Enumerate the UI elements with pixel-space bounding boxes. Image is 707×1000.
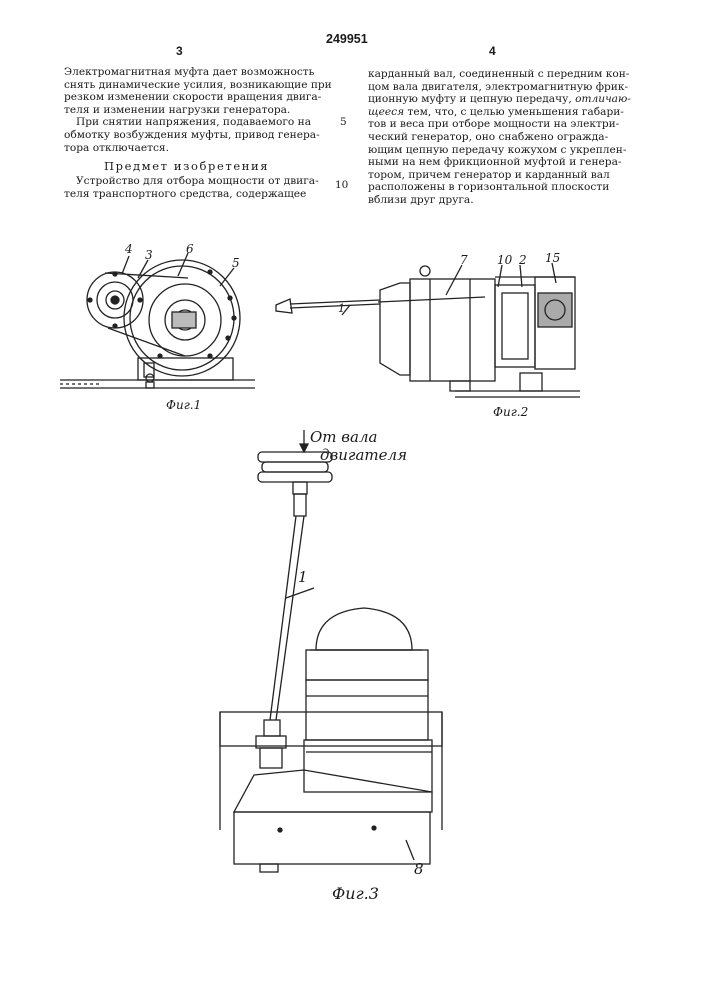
- fig2-caption: Фиг.2: [493, 405, 528, 419]
- fig2-label-7: 7: [460, 253, 468, 267]
- text-line: теля транспортного средства, содержащее: [64, 188, 338, 201]
- text-line: цом вала двигателя, электромагнитную фри…: [368, 81, 644, 94]
- figure-2-drawing: [270, 255, 588, 415]
- text-line: тов и веса при отборе мощности на электр…: [368, 118, 644, 131]
- text-line: вблизи друг друга.: [368, 194, 644, 207]
- claims-heading: Предмет изобретения: [104, 159, 269, 173]
- left-column: Электромагнитная муфта дает возможность …: [64, 66, 338, 154]
- fig2-label-15: 15: [545, 251, 560, 265]
- text-line: ющим цепную передачу кожухом с укреплен-: [368, 144, 644, 157]
- fig1-caption: Фиг.1: [166, 398, 201, 412]
- patent-number: 249951: [326, 32, 368, 46]
- line-number-5: 5: [340, 116, 347, 128]
- text-line: ными на нем фрикционной муфтой и генера-: [368, 156, 644, 169]
- page-number-right: 4: [489, 44, 496, 58]
- italic-word: отличаю-: [575, 93, 631, 105]
- fig1-label-6: 6: [186, 242, 194, 256]
- fig2-label-2: 2: [519, 253, 527, 267]
- text-line: расположены в горизонтальной плоскости: [368, 181, 644, 194]
- fig3-label-8: 8: [414, 860, 424, 878]
- text-line: тора отключается.: [64, 142, 338, 155]
- text-line: резком изменении скорости вращения двига…: [64, 91, 338, 104]
- text-line: обмотку возбуждения муфты, привод генера…: [64, 129, 338, 142]
- text-fragment: ционную муфту и цепную передачу,: [368, 93, 572, 105]
- text-line: снять динамические усилия, возникающие п…: [64, 79, 338, 92]
- fig3-caption: Фиг.3: [332, 884, 379, 903]
- fig1-label-5: 5: [232, 256, 240, 270]
- text-line: Устройство для отбора мощности от двига-: [64, 175, 338, 188]
- text-line: При снятии напряжения, подаваемого на: [64, 116, 338, 129]
- text-line: щееся тем, что, с целью уменьшения габар…: [368, 106, 644, 119]
- right-column: карданный вал, соединенный с передним ко…: [368, 68, 644, 207]
- text-line: ционную муфту и цепную передачу, отличаю…: [368, 93, 644, 106]
- fig2-label-10: 10: [497, 253, 512, 267]
- text-line: ческий генератор, оно снабжено огражда-: [368, 131, 644, 144]
- figure-1-drawing: [60, 238, 260, 416]
- italic-word: щееся: [368, 106, 404, 118]
- figure-3-drawing: [214, 420, 450, 882]
- fig1-label-4: 4: [125, 242, 133, 256]
- page-number-left: 3: [176, 44, 183, 58]
- fig2-label-1: 1: [338, 302, 345, 315]
- line-number-10: 10: [335, 179, 348, 191]
- claims-start: Устройство для отбора мощности от двига-…: [64, 175, 338, 200]
- text-line: Электромагнитная муфта дает возможность: [64, 66, 338, 79]
- fig1-label-3: 3: [145, 248, 153, 262]
- text-fragment: тем, что, с целью уменьшения габари-: [407, 106, 623, 118]
- text-line: карданный вал, соединенный с передним ко…: [368, 68, 644, 81]
- text-line: теля и изменении нагрузки генератора.: [64, 104, 338, 117]
- fig3-label-1: 1: [298, 568, 308, 586]
- text-line: тором, причем генератор и карданный вал: [368, 169, 644, 182]
